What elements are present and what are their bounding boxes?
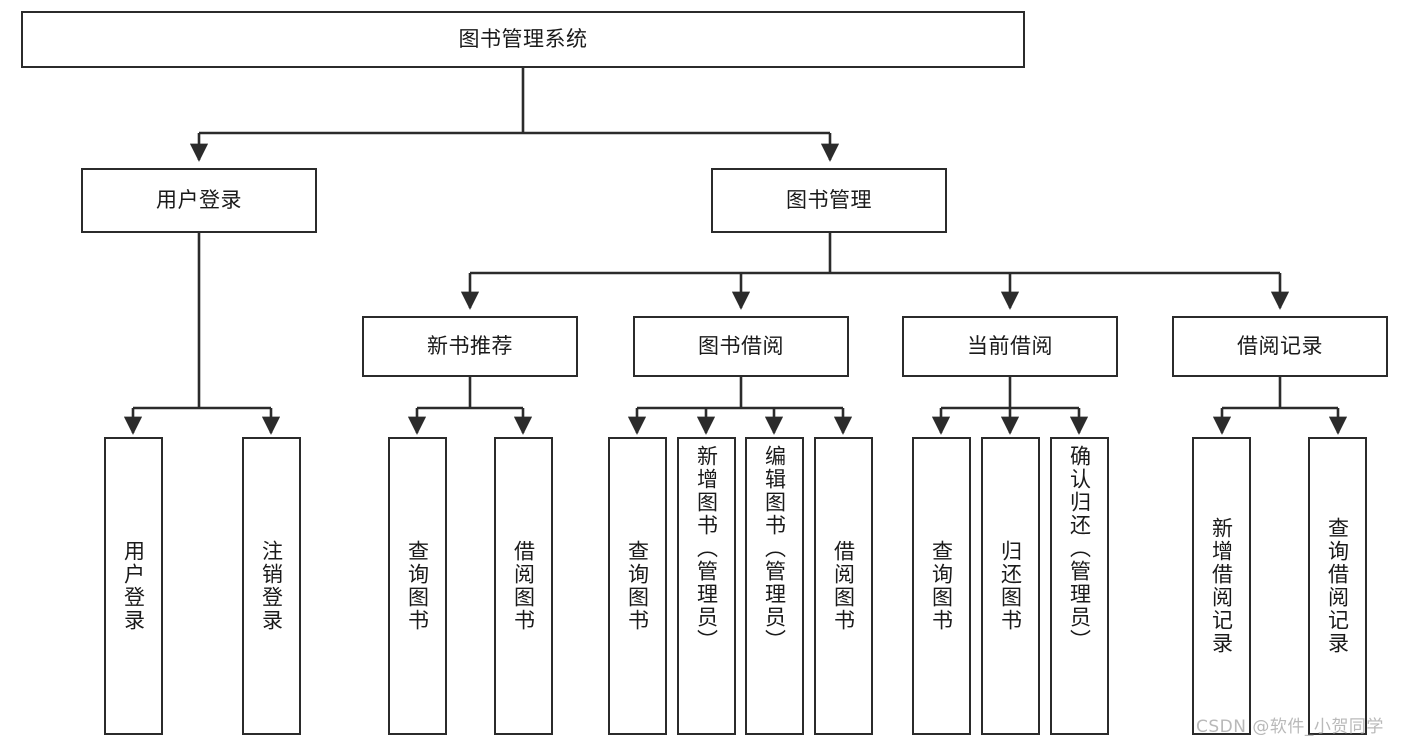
node-borrow-record[interactable]: 借阅记录 (1172, 316, 1388, 377)
node-leaf-add-borrow-record-label: 新增借阅记录 (1209, 517, 1234, 655)
watermark-text: CSDN @软件_小贺同学 (1196, 717, 1384, 737)
node-leaf-add-book-admin[interactable]: 新增图书（管理员） (677, 437, 736, 735)
node-new-book-recommend[interactable]: 新书推荐 (362, 316, 578, 377)
node-user-login-label: 用户登录 (156, 188, 242, 213)
node-book-management-label: 图书管理 (786, 188, 872, 213)
node-leaf-logout-label: 注销登录 (259, 540, 284, 632)
node-leaf-add-book-admin-label: 新增图书（管理员） (694, 445, 719, 652)
node-current-borrow[interactable]: 当前借阅 (902, 316, 1118, 377)
node-book-management[interactable]: 图书管理 (711, 168, 947, 233)
node-leaf-add-borrow-record[interactable]: 新增借阅记录 (1192, 437, 1251, 735)
node-leaf-user-login[interactable]: 用户登录 (104, 437, 163, 735)
node-leaf-return-book-label: 归还图书 (998, 540, 1023, 632)
node-root-system[interactable]: 图书管理系统 (21, 11, 1025, 68)
node-leaf-query-book-recommend[interactable]: 查询图书 (388, 437, 447, 735)
node-new-book-recommend-label: 新书推荐 (427, 334, 513, 359)
node-leaf-confirm-return-admin-label: 确认归还（管理员） (1067, 445, 1092, 652)
node-leaf-confirm-return-admin[interactable]: 确认归还（管理员） (1050, 437, 1109, 735)
node-leaf-borrow-book-recommend-label: 借阅图书 (511, 540, 536, 632)
node-borrow-record-label: 借阅记录 (1237, 334, 1323, 359)
node-book-borrow[interactable]: 图书借阅 (633, 316, 849, 377)
node-leaf-query-book-borrow[interactable]: 查询图书 (608, 437, 667, 735)
node-leaf-user-login-label: 用户登录 (121, 540, 146, 632)
node-leaf-borrow-book-recommend[interactable]: 借阅图书 (494, 437, 553, 735)
node-root-system-label: 图书管理系统 (458, 27, 588, 52)
node-current-borrow-label: 当前借阅 (967, 334, 1053, 359)
node-leaf-logout[interactable]: 注销登录 (242, 437, 301, 735)
node-book-borrow-label: 图书借阅 (698, 334, 784, 359)
node-leaf-borrow-book-label: 借阅图书 (831, 540, 856, 632)
node-user-login[interactable]: 用户登录 (81, 168, 317, 233)
node-leaf-query-book-current[interactable]: 查询图书 (912, 437, 971, 735)
node-leaf-query-borrow-record[interactable]: 查询借阅记录 (1308, 437, 1367, 735)
node-leaf-query-borrow-record-label: 查询借阅记录 (1325, 517, 1350, 655)
node-leaf-query-book-borrow-label: 查询图书 (625, 540, 650, 632)
node-leaf-edit-book-admin[interactable]: 编辑图书（管理员） (745, 437, 804, 735)
node-leaf-query-book-current-label: 查询图书 (929, 540, 954, 632)
node-leaf-query-book-recommend-label: 查询图书 (405, 540, 430, 632)
node-leaf-borrow-book[interactable]: 借阅图书 (814, 437, 873, 735)
node-leaf-edit-book-admin-label: 编辑图书（管理员） (762, 445, 787, 652)
node-leaf-return-book[interactable]: 归还图书 (981, 437, 1040, 735)
